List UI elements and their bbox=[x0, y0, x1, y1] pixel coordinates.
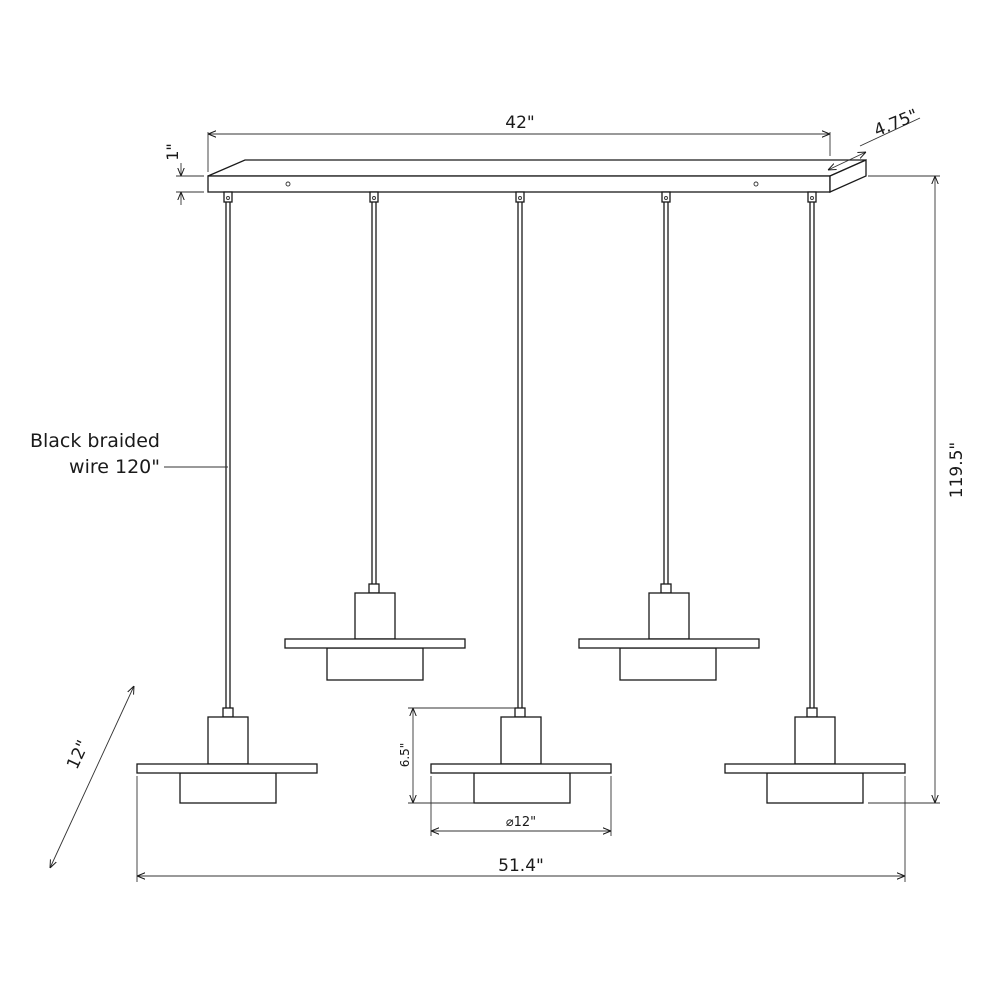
wire-note: Black braided wire 120" bbox=[20, 428, 160, 480]
wire-note-line2: wire 120" bbox=[69, 456, 160, 478]
diagonal-depth-label: 12" bbox=[63, 737, 94, 772]
pendant-lower-right bbox=[724, 707, 906, 804]
pendant-upper-right bbox=[578, 583, 760, 681]
canopy-depth-label: 4.75" bbox=[871, 106, 921, 142]
pendant-upper-left bbox=[284, 583, 466, 681]
overall-height-dimension: 119.5" bbox=[868, 175, 967, 804]
canopy bbox=[207, 158, 867, 194]
canopy-length-dimension: 42" bbox=[207, 113, 831, 172]
shade-height-label: 6.5" bbox=[398, 743, 412, 768]
overall-height-label: 119.5" bbox=[947, 442, 967, 499]
pendant-lower-left bbox=[136, 707, 318, 804]
wires bbox=[223, 191, 817, 708]
overall-width-label: 51.4" bbox=[498, 856, 544, 876]
canopy-height-label: 1" bbox=[163, 143, 182, 161]
shade-diameter-label: ⌀12" bbox=[506, 815, 536, 830]
canopy-length-label: 42" bbox=[505, 113, 534, 133]
diagonal-depth-dimension: 12" bbox=[50, 686, 134, 868]
wire-1 bbox=[223, 191, 233, 708]
wire-3 bbox=[515, 191, 525, 708]
overall-width-dimension: 51.4" bbox=[136, 776, 906, 882]
shade-diameter-dimension: ⌀12" bbox=[430, 776, 612, 836]
canopy-height-dimension: 1" bbox=[163, 143, 204, 205]
wire-4 bbox=[661, 191, 671, 584]
wire-5 bbox=[807, 191, 817, 708]
pendant-lower-center bbox=[430, 707, 612, 804]
shade-height-dimension: 6.5" bbox=[398, 707, 515, 804]
wire-note-line1: Black braided bbox=[29, 430, 160, 452]
wire-2 bbox=[369, 191, 379, 584]
